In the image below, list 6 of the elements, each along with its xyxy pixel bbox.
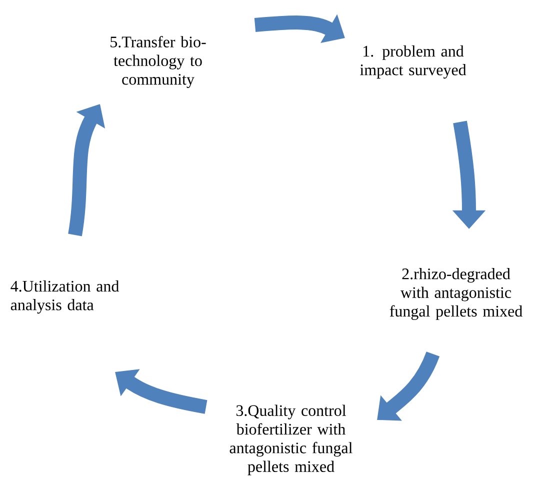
step-text: 2.rhizo-degraded with antagonistic fungal pellets mixed bbox=[390, 268, 522, 320]
step-text: 1. problem and impact surveyed bbox=[360, 45, 466, 79]
step-text: 5.Transfer bio-technology to community bbox=[110, 36, 206, 88]
step-text: 4.Utilization and analysis data bbox=[10, 280, 120, 314]
curved-arrow bbox=[377, 351, 440, 421]
step-text: 3.Quality control biofertilizer with antagonistic fungal pellets mixed bbox=[230, 404, 352, 476]
